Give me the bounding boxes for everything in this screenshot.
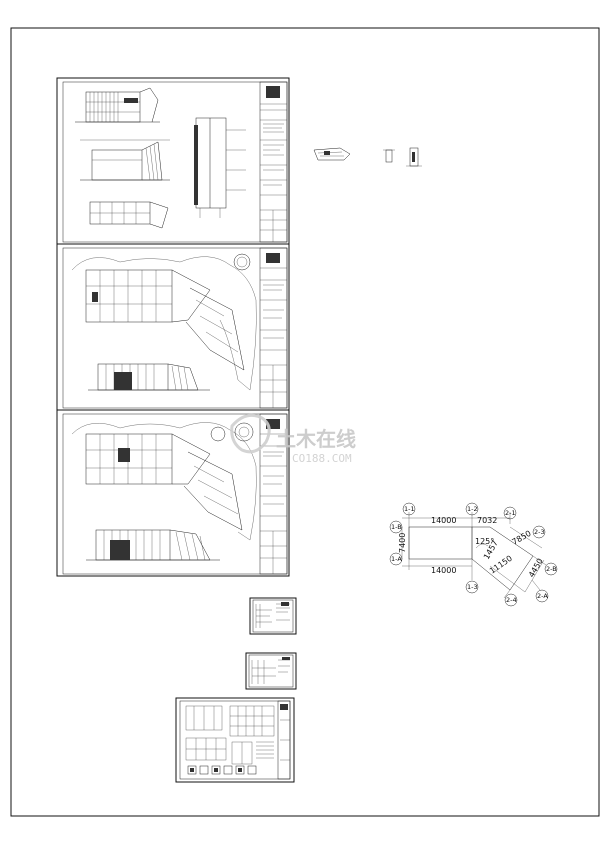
axis-bubble-left-bottom: 1-A [389, 552, 402, 566]
svg-text:1-B: 1-B [391, 523, 402, 531]
sheet-3-plan [56, 409, 290, 577]
axis-bubble-bottom-right-a: 2-4 [504, 593, 518, 607]
detail-fragments [313, 147, 422, 167]
small-sheet-c [175, 697, 295, 783]
svg-text:1-2: 1-2 [467, 505, 478, 513]
dim-left-vertical: 7400 [398, 533, 407, 553]
drawing-frame [10, 27, 600, 817]
svg-text:2-3: 2-3 [534, 528, 545, 536]
axis-bubble-bottom-mid: 1-3 [465, 580, 479, 594]
watermark: 土木在线 CO188.COM [230, 413, 356, 465]
axis-bubble-right-a: 2-3 [532, 525, 546, 539]
dim-right-vertical: 4450 [527, 557, 545, 579]
svg-text:2-1: 2-1 [505, 509, 516, 517]
axis-bubble-top-left: 1-1 [402, 502, 416, 516]
small-sheet-a [249, 597, 297, 635]
svg-text:1-1: 1-1 [404, 505, 415, 513]
svg-text:2-A: 2-A [537, 592, 548, 600]
svg-text:1-A: 1-A [391, 555, 402, 563]
watermark-brand: 土木在线 [276, 427, 356, 451]
axis-bubble-bottom-right-b: 2-A [535, 589, 548, 603]
svg-text:2-B: 2-B [546, 565, 557, 573]
axis-bubble-top-right-a: 2-1 [503, 506, 517, 520]
small-sheet-b [245, 652, 297, 690]
svg-text:2-4: 2-4 [506, 596, 517, 604]
watermark-url: CO188.COM [292, 452, 352, 465]
axis-bubble-left-top: 1-B [389, 520, 403, 534]
axis-bubble-top-mid: 1-2 [465, 502, 479, 516]
axis-plan: 14000 7032 14000 7400 1457 7850 11150 44… [389, 502, 558, 607]
axis-bubble-right-b: 2-B [544, 562, 558, 576]
dim-angle: 125° [475, 537, 494, 546]
dim-top-right: 7032 [477, 516, 497, 525]
svg-text:1-3: 1-3 [467, 583, 478, 591]
sheet-1-sections [56, 77, 290, 245]
dim-diagonal-mid: 7850 [511, 529, 533, 547]
dim-bottom-left: 14000 [431, 566, 456, 575]
dim-top-left: 14000 [431, 516, 456, 525]
sheet-2-plan [56, 243, 290, 411]
